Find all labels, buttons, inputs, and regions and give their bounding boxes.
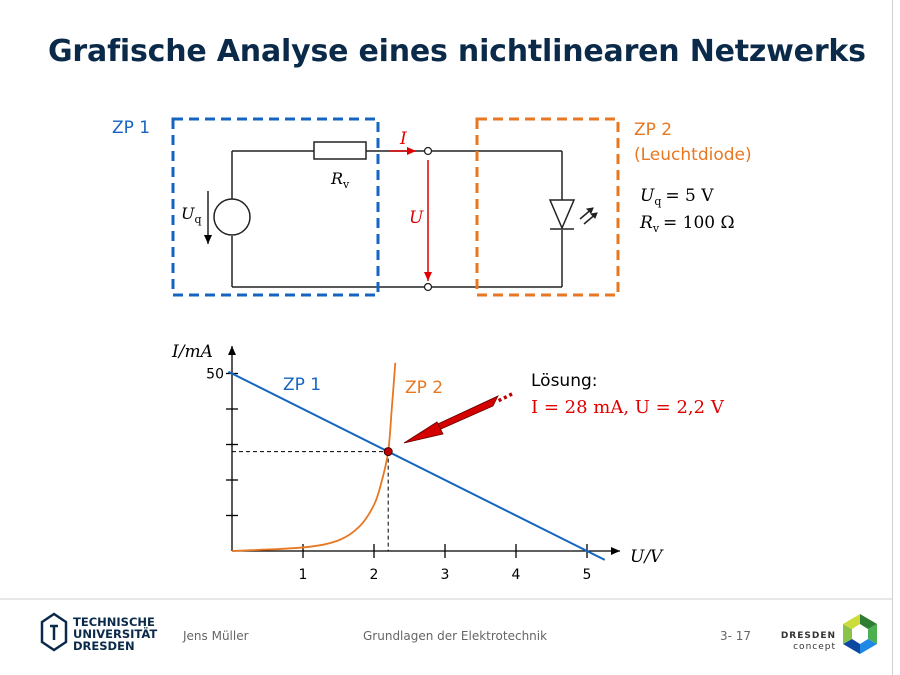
operating-point: [383, 447, 393, 457]
footer-author: Jens Müller: [182, 629, 249, 643]
slide-title: Grafische Analyse eines nichtlinearen Ne…: [48, 34, 866, 69]
x-tick-label-5: 5: [583, 567, 592, 583]
footer-course: Grundlagen der Elektrotechnik: [363, 629, 547, 643]
series-zp-2-curve: [231, 362, 397, 552]
iv-chart: I/mA U/V 1 2 3 4 5 50 ZP 1 ZP 2 Lösung: I = …: [171, 342, 725, 583]
rv-label: Rv: [330, 169, 350, 191]
series-label-zp2: ZP 2: [405, 378, 443, 398]
operating-point-layer: [383, 447, 393, 457]
resistor-rv: [313, 141, 367, 160]
tu-logo-line2: UNIVERSITÄT: [73, 626, 157, 641]
dresden-concept-line1: DRESDEN: [781, 631, 836, 641]
uq-label: Uq: [181, 204, 202, 226]
x-axis-label: U/V: [630, 547, 664, 567]
x-tick-label-3: 3: [441, 567, 450, 583]
y-tick-label-50: 50: [206, 367, 224, 383]
series-zp-1-curve: [228, 370, 606, 561]
tu-logo-line3: DRESDEN: [73, 639, 135, 653]
x-tick-label-2: 2: [370, 567, 379, 583]
terminal-bottom: [423, 282, 433, 292]
dresden-concept-line2: concept: [793, 642, 836, 652]
x-tick-label-4: 4: [512, 567, 521, 583]
x-tick-label-1: 1: [299, 567, 308, 583]
circuit-wires: [231, 150, 563, 288]
right-border: [892, 0, 893, 675]
voltage-label: U: [409, 208, 424, 228]
zp2-label: ZP 2: [634, 120, 672, 140]
operating-point-guides: [232, 451, 389, 551]
solution-pointer-arrow: [403, 392, 513, 444]
series-layer: [228, 362, 606, 561]
footer: TECHNISCHE UNIVERSITÄT DRESDEN Jens Müll…: [0, 598, 892, 654]
zp1-label: ZP 1: [112, 118, 150, 138]
voltage-source: [213, 198, 251, 236]
terminal-top: [423, 146, 433, 156]
param-uq: Uq= 5 V: [640, 186, 714, 208]
zp1-box: [171, 117, 380, 297]
footer-page-number: 3- 17: [720, 629, 751, 643]
led-diode-symbol: [548, 199, 598, 230]
param-rv: Rv= 100 Ω: [639, 213, 735, 235]
solution-text: I = 28 mA, U = 2,2 V: [531, 397, 725, 418]
y-axis-label: I/mA: [171, 342, 213, 362]
zp2-box: [475, 117, 620, 297]
x-ticks: 1 2 3 4 5: [299, 544, 592, 583]
tu-logo-line1: TECHNISCHE: [73, 615, 155, 629]
circuit-diagram: Uq Rv I U ZP 1 ZP 2 (Leuchtdiode) Uq= 5 …: [112, 117, 752, 297]
solution-title: Lösung:: [531, 371, 598, 391]
current-label: I: [399, 129, 407, 149]
zp2-sublabel: (Leuchtdiode): [634, 145, 752, 165]
y-ticks: [226, 372, 238, 517]
tu-dresden-logo-icon: [40, 612, 68, 652]
series-label-zp1: ZP 1: [283, 375, 321, 395]
dresden-concept-logo-icon: [843, 614, 877, 654]
